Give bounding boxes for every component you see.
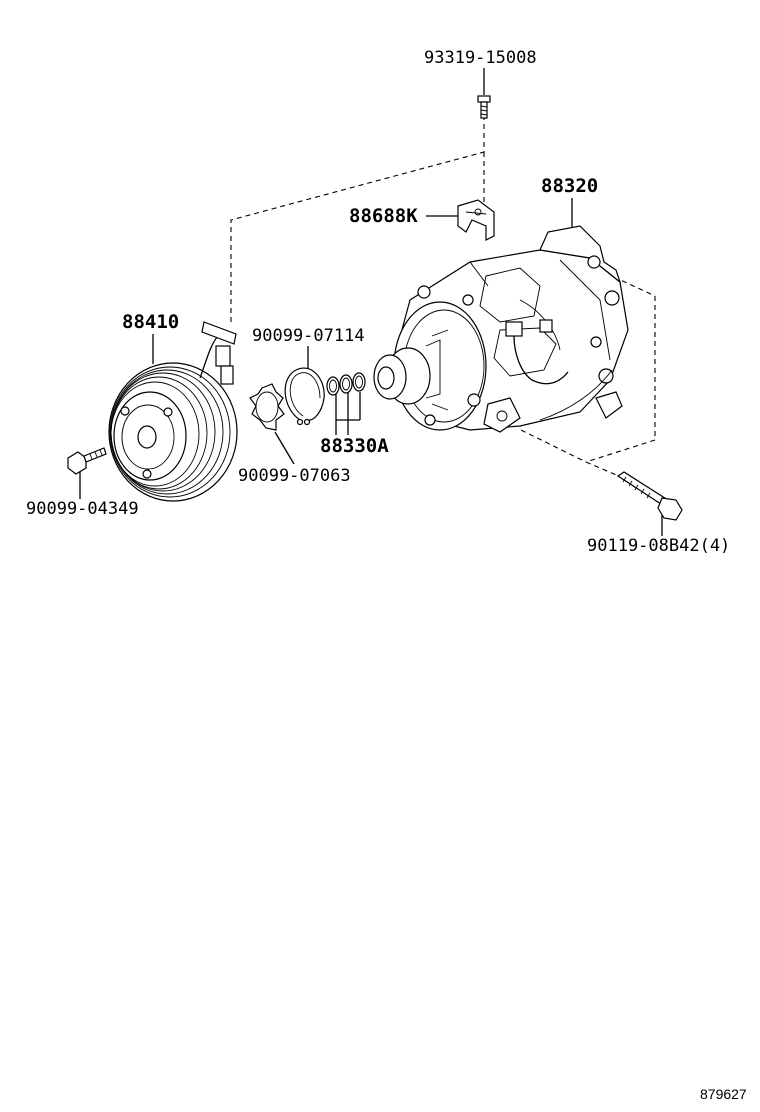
- clutch-pulley-icon: [108, 321, 238, 502]
- bracket-icon: [457, 199, 495, 241]
- ring-small-icon: [249, 383, 285, 431]
- snap-ring-icon: [284, 367, 325, 426]
- label-ring-small: 90099-07063: [238, 466, 351, 486]
- bolt-right-icon: [616, 471, 683, 521]
- compressor-icon: [373, 225, 629, 433]
- shim-rings-icon: [326, 372, 366, 396]
- bolt-left-icon: [67, 447, 107, 475]
- label-shims: 88330A: [320, 435, 389, 457]
- label-compressor: 88320: [541, 175, 598, 197]
- label-screw-top: 93319-15008: [424, 48, 537, 68]
- label-bolt-left: 90099-04349: [26, 499, 139, 519]
- label-snap-ring: 90099-07114: [252, 326, 365, 346]
- reference-id: 879627: [700, 1086, 747, 1102]
- screw-top-icon: [477, 95, 491, 119]
- label-clutch: 88410: [122, 311, 179, 333]
- label-bolt-right: 90119-08B42(4): [587, 536, 730, 556]
- label-bracket: 88688K: [349, 205, 418, 227]
